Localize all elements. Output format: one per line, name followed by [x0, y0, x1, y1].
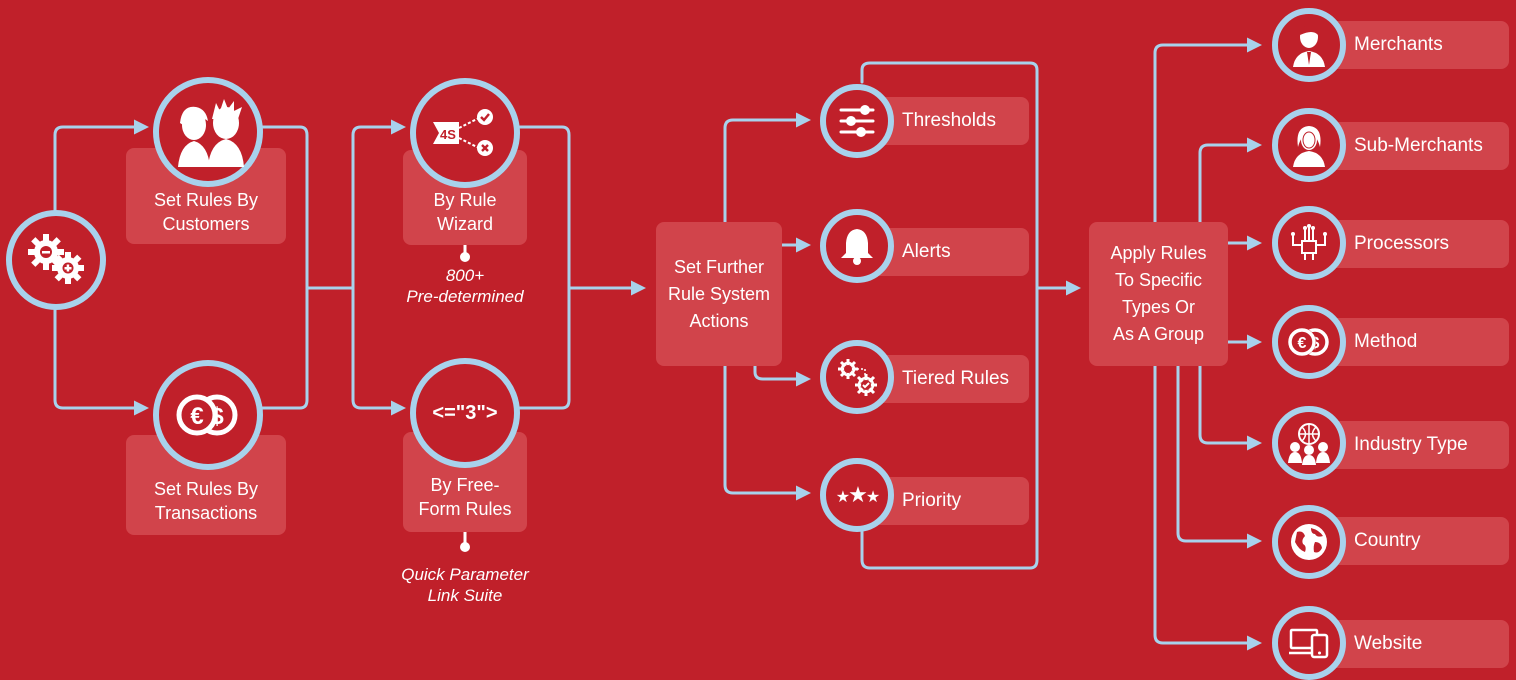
- target-sub-merchants-pill: Sub-Merchants: [1320, 122, 1509, 170]
- rule-wizard-icon-text: 4S: [440, 127, 456, 142]
- apply-rules-label: Apply Rules To Specific Types Or As A Gr…: [1110, 243, 1207, 344]
- currency-coins-icon: $ €: [153, 360, 263, 470]
- connector-to-sub-merchants: [1198, 137, 1262, 224]
- by-free-form-rules-label: By Free- Form Rules: [418, 475, 512, 519]
- action-priority-label: Priority: [902, 490, 962, 511]
- target-country-label: Country: [1354, 530, 1421, 551]
- target-method-pill: Method: [1320, 318, 1509, 366]
- code-tag-icon-text: <="3">: [432, 401, 498, 424]
- further-actions-box: Set Further Rule System Actions: [656, 222, 782, 366]
- connector-actions-loop: [860, 61, 1039, 570]
- code-tag-icon: <="3">: [410, 358, 520, 468]
- target-website-pill: Website: [1320, 620, 1509, 668]
- further-actions-label: Set Further Rule System Actions: [667, 256, 771, 331]
- note-dot-freeform: [460, 542, 470, 552]
- connector-start-transactions: [53, 298, 149, 416]
- connector-to-country: [1176, 364, 1262, 549]
- target-method-label: Method: [1354, 331, 1418, 352]
- target-industry-type-label: Industry Type: [1354, 434, 1468, 455]
- connector-to-website: [1153, 364, 1262, 651]
- gears-icon: [6, 210, 106, 310]
- merchant-person-icon: [1272, 8, 1346, 82]
- connector-to-tiered-rules: [753, 364, 811, 387]
- globe-icon: [1272, 505, 1346, 579]
- bell-icon: [820, 209, 894, 283]
- rule-wizard-icon: 4S: [410, 78, 520, 188]
- stars-icon: ★★★: [820, 458, 894, 532]
- target-website-label: Website: [1354, 633, 1423, 654]
- target-industry-type-pill: Industry Type: [1320, 421, 1509, 469]
- target-country-pill: Country: [1320, 517, 1509, 565]
- action-thresholds-label: Thresholds: [902, 110, 996, 131]
- by-rule-wizard-label: By Rule Wizard: [433, 189, 497, 234]
- tiered-gears-icon: [820, 340, 894, 414]
- set-rules-by-customers-label: Set Rules By Customers: [153, 190, 259, 234]
- connector-to-free-form: [351, 286, 406, 416]
- free-form-note: Quick Parameter Link Suite: [401, 565, 529, 605]
- set-rules-by-transactions-box: Set Rules By Transactions: [126, 435, 286, 535]
- apply-rules-box: Apply Rules To Specific Types Or As A Gr…: [1089, 222, 1228, 366]
- set-rules-by-transactions-label: Set Rules By Transactions: [153, 479, 259, 523]
- connector-to-rule-wizard: [351, 119, 406, 290]
- connector-to-industry-type: [1198, 364, 1262, 451]
- connector-to-thresholds: [723, 112, 811, 224]
- note-dot-wizard: [460, 252, 470, 262]
- connector-start-customers: [53, 119, 149, 227]
- target-processors-label: Processors: [1354, 233, 1450, 254]
- svg-text:€: €: [190, 403, 203, 430]
- action-alerts-label: Alerts: [902, 241, 951, 262]
- target-sub-merchants-label: Sub-Merchants: [1354, 135, 1483, 156]
- sub-merchant-person-icon: [1272, 108, 1346, 182]
- sliders-icon: [820, 84, 894, 158]
- target-merchants-pill: Merchants: [1320, 21, 1509, 69]
- connector-stage1-merge: [260, 125, 309, 410]
- action-tiered-rules-label: Tiered Rules: [902, 368, 1010, 389]
- customers-icon: [153, 77, 263, 187]
- rule-wizard-note: 800+ Pre-determined: [406, 266, 524, 306]
- currency-coins-icon: $ €: [1272, 305, 1346, 379]
- connector-stage2-merge: [518, 125, 571, 410]
- stars-glyphs: ★★★: [835, 482, 880, 507]
- target-processors-pill: Processors: [1320, 220, 1509, 268]
- connector-to-merchants: [1153, 37, 1262, 224]
- devices-icon: [1272, 606, 1346, 680]
- processor-chip-icon: [1272, 206, 1346, 280]
- connector-to-priority: [723, 364, 811, 501]
- svg-text:€: €: [1298, 335, 1307, 352]
- industry-people-icon: [1272, 406, 1346, 480]
- target-merchants-label: Merchants: [1354, 34, 1443, 55]
